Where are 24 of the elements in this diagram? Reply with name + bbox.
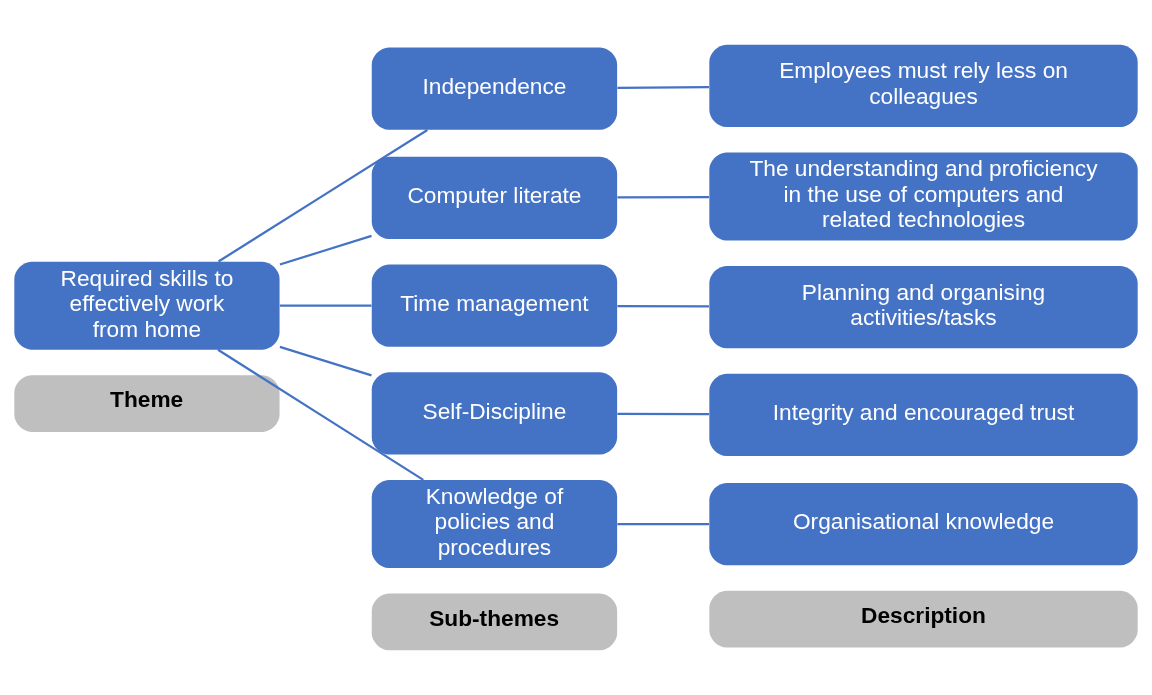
node-box: Description: [709, 590, 1138, 648]
connector: [617, 304, 709, 308]
node-box: Sub-themes: [371, 593, 618, 651]
node-box: Employees must rely less on colleagues: [709, 44, 1138, 127]
node-box: Time management: [371, 264, 618, 347]
connector: [217, 129, 428, 263]
connector: [217, 348, 424, 481]
connector: [617, 86, 709, 89]
node-box: Knowledge of policies and procedures: [371, 480, 618, 569]
node-box: Independence: [371, 47, 618, 130]
node-box: Planning and organising activities/tasks: [709, 265, 1138, 349]
node-box: Self-Discipline: [371, 372, 618, 455]
connector: [279, 345, 372, 377]
node-box: Theme: [14, 375, 280, 432]
connector: [279, 304, 372, 307]
node-box: The understanding and proficiency in the use of computers and related technologies: [709, 152, 1138, 241]
node-box: Organisational knowledge: [709, 482, 1138, 566]
connector: [617, 196, 709, 199]
node-box: Computer literate: [371, 156, 618, 239]
connector: [617, 522, 709, 526]
connector: [617, 412, 709, 416]
node-box: Integrity and encouraged trust: [709, 373, 1138, 456]
connector: [279, 234, 372, 266]
node-box: Required skills to effectively work from home: [14, 261, 280, 350]
